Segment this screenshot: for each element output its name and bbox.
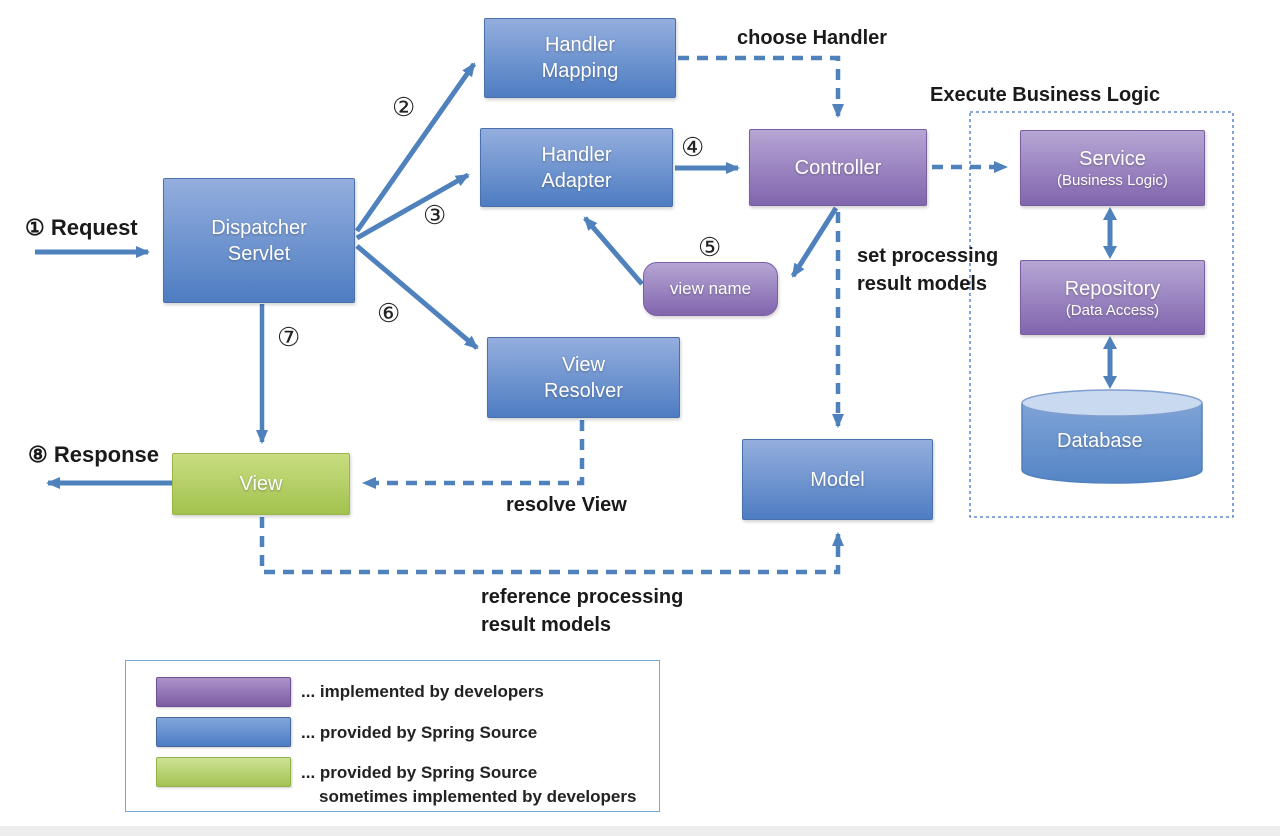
node-dispatcher-servlet: Dispatcher Servlet	[163, 178, 355, 303]
node-view-resolver: View Resolver	[487, 337, 680, 418]
node-handler-mapping: Handler Mapping	[484, 18, 676, 98]
dashed-view-resolver-to-view	[362, 420, 585, 489]
node-label: Repository	[1064, 277, 1161, 300]
node-label: Handler	[541, 143, 612, 166]
legend-swatch-purple	[156, 677, 291, 707]
node-sublabel: (Data Access)	[1065, 301, 1160, 319]
set-processing-line2: result models	[857, 273, 988, 295]
legend-swatch-blue	[156, 717, 291, 747]
request-label: ① Request	[25, 215, 138, 240]
node-label: Model	[810, 468, 865, 491]
node-label: View	[562, 353, 605, 376]
node-label: Controller	[794, 156, 882, 179]
response-label: ⑧ Response	[28, 442, 159, 467]
set-processing-line1: set processing	[857, 245, 999, 267]
reference-line2: result models	[481, 614, 612, 636]
dashed-view-to-model	[259, 517, 844, 575]
step-2-badge: ②	[392, 92, 416, 122]
legend-text-green: ... provided by Spring Source	[301, 763, 538, 782]
arrow-dispatcher-to-handler-mapping	[354, 62, 477, 233]
legend-text-purple: ... implemented by developers	[301, 682, 544, 701]
node-sublabel: (Business Logic)	[1057, 172, 1168, 189]
legend-box: ... implemented by developers ... provid…	[125, 660, 660, 812]
node-label: Servlet	[227, 242, 291, 265]
node-view: View	[172, 453, 350, 515]
node-label: Mapping	[541, 60, 619, 82]
reference-line1: reference processing	[481, 586, 684, 608]
legend-swatch-green	[156, 757, 291, 787]
database-label: Database	[1057, 430, 1143, 452]
business-logic-dotted-box	[969, 111, 1234, 518]
step-6-badge: ⑥	[377, 298, 401, 328]
node-repository: Repository (Data Access)	[1020, 260, 1205, 335]
node-controller: Controller	[749, 129, 927, 206]
database-cylinder	[1021, 389, 1203, 484]
set-processing-label: set processing result models	[857, 242, 998, 298]
node-view-name: view name	[643, 262, 778, 316]
arrow-dispatcher-to-view-resolver	[355, 244, 479, 350]
window-bottom-edge	[0, 826, 1280, 836]
choose-handler-label: choose Handler	[737, 27, 888, 49]
node-model: Model	[742, 439, 933, 520]
step-7-badge: ⑦	[277, 322, 301, 352]
arrow-repository-database	[1103, 336, 1117, 389]
step-5-badge: ⑤	[698, 232, 722, 262]
arrow-view-name-to-handler-adapter	[583, 216, 644, 286]
legend-text-blue: ... provided by Spring Source	[301, 723, 538, 742]
arrow-dispatcher-to-handler-adapter	[355, 172, 470, 241]
node-label: Service	[1079, 148, 1146, 170]
resolve-view-label: resolve View	[506, 494, 627, 516]
node-handler-adapter: Handler Adapter	[480, 128, 673, 207]
node-label: Adapter	[541, 169, 612, 192]
arrow-service-repository	[1103, 207, 1117, 259]
node-label: view name	[669, 279, 752, 298]
node-label: Handler	[544, 34, 616, 56]
reference-processing-label: reference processing result models	[481, 583, 683, 639]
node-label: Resolver	[544, 379, 623, 402]
node-label: View	[239, 473, 283, 495]
legend-text-green-line2: sometimes implemented by developers	[319, 787, 637, 806]
node-service: Service (Business Logic)	[1020, 130, 1205, 206]
node-label: Dispatcher	[211, 216, 307, 239]
arrow-controller-to-view-name	[790, 206, 839, 278]
step-3-badge: ③	[423, 200, 447, 230]
dashed-handler-mapping-to-controller	[678, 55, 844, 118]
execute-business-logic-label: Execute Business Logic	[930, 84, 1161, 106]
step-4-badge: ④	[681, 132, 705, 162]
